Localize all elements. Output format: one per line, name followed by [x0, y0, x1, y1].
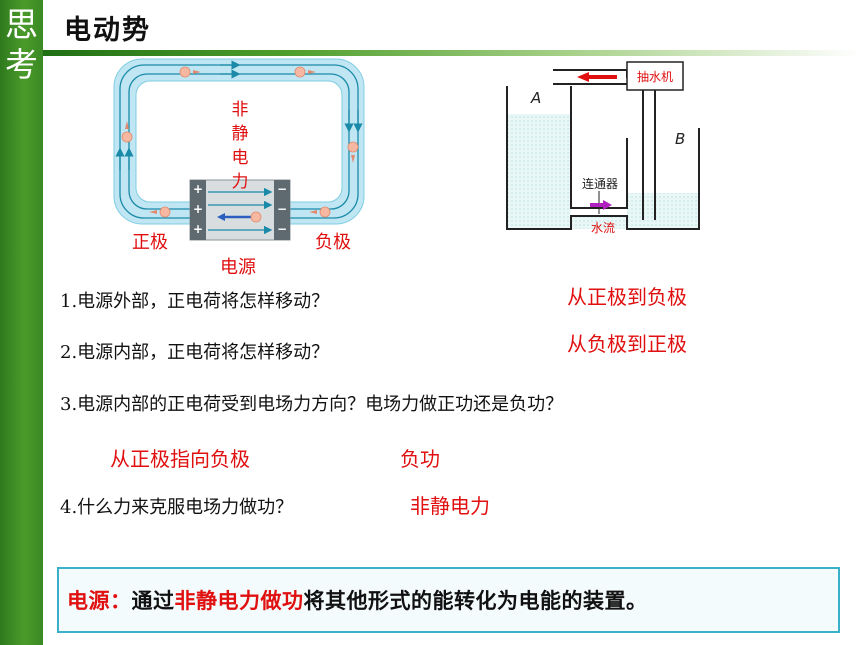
water-pump-diagram: 抽水机 A B 连通器 水流: [506, 61, 700, 235]
svg-text:+: +: [193, 222, 203, 236]
title-underline: [43, 50, 860, 56]
pump-label: 抽水机: [637, 70, 673, 84]
question-3: 3.电源内部的正电荷受到电场力方向？电场力做正功还是负功？: [60, 394, 564, 415]
force-label-char: 电: [232, 148, 249, 168]
question-4: 4.什么力来克服电场力做功？: [60, 497, 294, 518]
svg-text:−: −: [277, 202, 287, 216]
circuit-diagram: + + + − − − 非 静 电 力 正极 负极 电源: [113, 58, 365, 278]
definition-part-2: 将其他形式的能转化为电能的装置。: [303, 589, 648, 613]
svg-text:+: +: [193, 202, 203, 216]
tank-a-label: A: [530, 89, 541, 107]
force-label-char: 非: [232, 100, 249, 120]
connector-label: 连通器: [582, 176, 618, 191]
answer-1: 从正极到负极: [567, 285, 687, 309]
svg-text:−: −: [277, 222, 287, 236]
definition-part-1: 通过: [131, 589, 175, 613]
tank-a-wall: [506, 86, 700, 230]
charge-particle: [121, 66, 359, 218]
flow-label: 水流: [591, 221, 615, 235]
svg-text:+: +: [193, 182, 203, 196]
answer-4: 非静电力: [410, 494, 490, 518]
force-label-char: 力: [232, 172, 249, 192]
question-2: 2.电源内部，正电荷将怎样移动？: [60, 342, 330, 363]
positive-pole-label: 正极: [132, 232, 168, 253]
internal-charge: [250, 211, 262, 223]
svg-text:−: −: [277, 182, 287, 196]
sidebar-char-think: 思: [5, 5, 38, 44]
definition-box: 电源：通过非静电力做功将其他形式的能转化为电能的装置。: [57, 567, 840, 633]
power-source-label: 电源: [220, 257, 256, 278]
tank-b-label: B: [675, 130, 685, 148]
answer-2: 从负极到正极: [567, 332, 687, 356]
page-title: 电动势: [64, 15, 151, 46]
tank-a-water: [507, 114, 571, 229]
definition-text: 电源：通过非静电力做功将其他形式的能转化为电能的装置。: [67, 585, 648, 615]
battery-negative-plate: [274, 180, 290, 240]
pipe-water: [571, 216, 627, 229]
definition-term: 电源：: [67, 589, 132, 613]
negative-pole-label: 负极: [315, 232, 351, 253]
pump-box: [626, 61, 684, 91]
question-1: 1.电源外部，正电荷将怎样移动？: [60, 291, 330, 312]
force-label-char: 静: [232, 124, 249, 144]
field-lines: [208, 187, 273, 235]
sidebar-char-consider: 考: [5, 45, 38, 84]
answer-3-work: 负功: [400, 447, 440, 471]
charge-arrows: [125, 70, 355, 214]
answer-3-direction: 从正极指向负极: [110, 447, 250, 471]
tank-b-water: [627, 193, 699, 229]
battery-positive-plate: [190, 180, 206, 240]
definition-highlight: 非静电力做功: [174, 589, 304, 613]
sidebar-strip: 思 考: [0, 0, 43, 645]
